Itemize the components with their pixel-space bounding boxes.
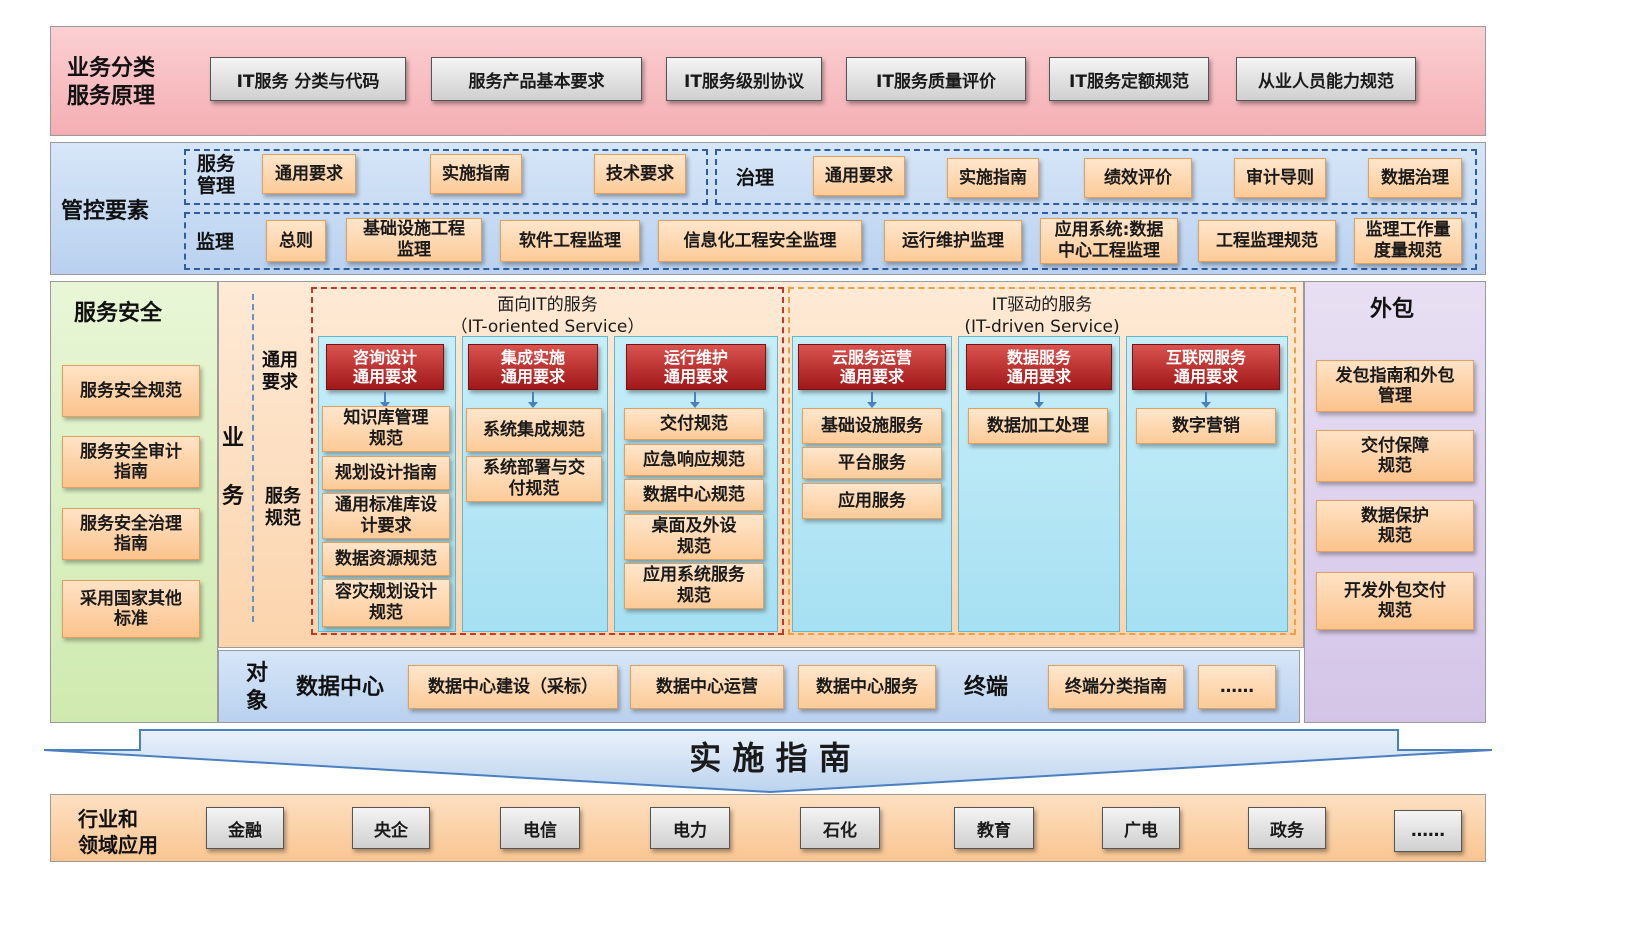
operations-item-2: 数据中心规范 (624, 479, 764, 511)
datacenter-item-2: 数据中心服务 (798, 665, 936, 709)
datacenter-item-0: 数据中心建设（采标） (408, 665, 618, 709)
it-driven-group (788, 287, 1296, 635)
supervision-item-4: 运行维护监理 (884, 220, 1022, 262)
data-service-header: 数据服务通用要求 (966, 344, 1112, 390)
service-mgmt-item-2: 技术要求 (594, 154, 686, 194)
operations-item-3: 桌面及外设规范 (624, 514, 764, 560)
arrow-icon (1034, 392, 1044, 408)
security-item-3: 采用国家其他标准 (62, 580, 200, 638)
governance-label: 治理 (736, 167, 775, 189)
objects-label: 对象 (246, 661, 269, 714)
governance-group (715, 149, 1477, 205)
principle-item-4: IT服务定额规范 (1049, 57, 1209, 101)
industry-item-3: 电力 (650, 807, 730, 849)
operations-item-1: 应急响应规范 (624, 444, 764, 476)
integration-item-1: 系统部署与交付规范 (466, 456, 602, 502)
service-spec-label: 服务规范 (265, 486, 301, 529)
arrow-icon (1201, 392, 1211, 408)
governance-item-4: 数据治理 (1368, 158, 1462, 198)
principle-item-1: 服务产品基本要求 (431, 57, 642, 101)
supervision-item-6: 工程监理规范 (1198, 220, 1336, 262)
arrow-icon (867, 392, 877, 408)
industry-item-6: 广电 (1102, 807, 1180, 849)
industry-item-8: …… (1394, 810, 1462, 852)
consulting-item-3: 数据资源规范 (322, 542, 450, 576)
service-mgmt-item-0: 通用要求 (262, 154, 356, 194)
principle-item-0: IT服务 分类与代码 (210, 57, 406, 101)
it-oriented-title: 面向IT的服务（IT-oriented Service） (450, 295, 645, 337)
cloud-item-1: 平台服务 (802, 447, 942, 479)
governance-item-1: 实施指南 (947, 158, 1039, 198)
arrow-icon (690, 392, 700, 408)
industry-title: 行业和领域应用 (78, 807, 158, 857)
service-management-group (184, 149, 708, 205)
industry-item-0: 金融 (206, 807, 284, 849)
consulting-design-header: 咨询设计通用要求 (326, 344, 444, 390)
terminal-item-0: 终端分类指南 (1048, 665, 1184, 709)
integration-item-0: 系统集成规范 (466, 408, 602, 452)
principle-item-3: IT服务质量评价 (846, 57, 1026, 101)
security-item-1: 服务安全审计指南 (62, 436, 200, 488)
cloud-item-0: 基础设施服务 (802, 408, 942, 444)
supervision-item-7: 监理工作量度量规范 (1354, 218, 1462, 264)
outsourcing-item-3: 开发外包交付规范 (1316, 572, 1474, 630)
service-principle-title: 业务分类服务原理 (67, 56, 156, 109)
operations-item-4: 应用系统服务规范 (624, 563, 764, 609)
outsourcing-title: 外包 (1370, 297, 1415, 322)
outsourcing-item-2: 数据保护规范 (1316, 500, 1474, 552)
industry-item-4: 石化 (800, 807, 880, 849)
arrow-icon (528, 392, 538, 408)
datacenter-label: 数据中心 (296, 675, 385, 700)
it-driven-title: IT驱动的服务(IT-driven Service) (964, 295, 1120, 337)
service-mgmt-item-1: 实施指南 (430, 154, 522, 194)
industry-item-2: 电信 (500, 807, 580, 849)
business-divider (252, 294, 254, 622)
service-security-panel (50, 281, 218, 723)
supervision-group (184, 212, 1477, 270)
service-management-label: 服务管理 (197, 153, 236, 197)
governance-item-0: 通用要求 (813, 156, 905, 196)
consulting-item-1: 规划设计指南 (322, 456, 450, 490)
control-elements-title: 管控要素 (61, 199, 150, 224)
cloud-service-header: 云服务运营通用要求 (798, 344, 946, 390)
industry-item-5: 教育 (954, 807, 1034, 849)
supervision-item-1: 基础设施工程监理 (346, 218, 482, 262)
terminal-label: 终端 (964, 675, 1009, 700)
industry-band (50, 794, 1486, 862)
governance-item-3: 审计导则 (1234, 158, 1326, 198)
principle-item-2: IT服务级别协议 (666, 57, 822, 101)
terminal-item-1: …… (1198, 665, 1276, 709)
industry-item-7: 政务 (1248, 807, 1326, 849)
business-label: 业务 (222, 426, 245, 509)
data-service-item-0: 数据加工处理 (968, 408, 1108, 444)
security-item-0: 服务安全规范 (62, 365, 200, 417)
supervision-item-2: 软件工程监理 (500, 220, 640, 262)
arrow-icon (380, 392, 390, 408)
supervision-label: 监理 (196, 231, 235, 253)
supervision-item-3: 信息化工程安全监理 (658, 220, 862, 262)
security-item-2: 服务安全治理指南 (62, 508, 200, 560)
service-security-title: 服务安全 (74, 301, 163, 326)
consulting-item-0: 知识库管理规范 (322, 406, 450, 452)
cloud-item-2: 应用服务 (802, 483, 942, 519)
consulting-item-4: 容灾规划设计规范 (322, 579, 450, 627)
supervision-item-0: 总则 (266, 220, 326, 262)
consulting-item-2: 通用标准库设计要求 (322, 493, 450, 539)
governance-item-2: 绩效评价 (1084, 158, 1192, 198)
general-requirements-label: 通用要求 (262, 350, 298, 393)
outsourcing-item-1: 交付保障规范 (1316, 430, 1474, 482)
datacenter-item-1: 数据中心运营 (630, 665, 784, 709)
supervision-item-5: 应用系统:数据中心工程监理 (1040, 218, 1178, 264)
implementation-guide-title: 实 施 指 南 (689, 739, 851, 777)
principle-item-5: 从业人员能力规范 (1236, 57, 1416, 101)
integration-header: 集成实施通用要求 (468, 344, 598, 390)
internet-item-0: 数字营销 (1136, 408, 1276, 444)
it-oriented-group (311, 287, 784, 635)
operations-header: 运行维护通用要求 (626, 344, 766, 390)
implementation-guide-arrow (43, 729, 1493, 794)
operations-item-0: 交付规范 (624, 408, 764, 440)
outsourcing-item-0: 发包指南和外包管理 (1316, 360, 1474, 412)
industry-item-1: 央企 (352, 807, 430, 849)
internet-service-header: 互联网服务通用要求 (1132, 344, 1280, 390)
